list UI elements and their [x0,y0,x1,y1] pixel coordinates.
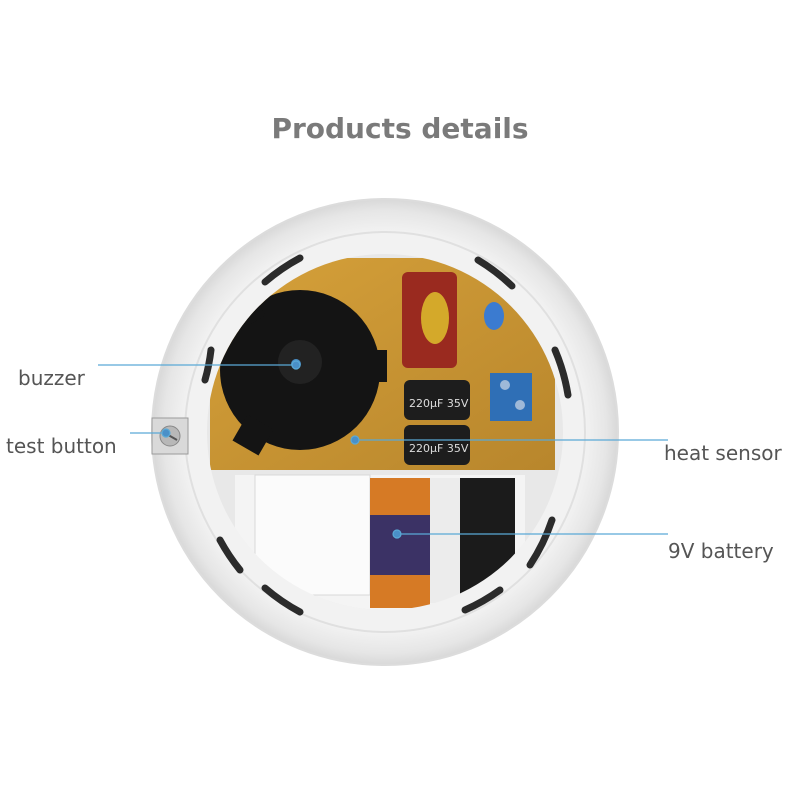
test-button-callout-dot [161,428,171,438]
battery-label: 9V battery [668,539,774,563]
test-button-label: test button [6,434,117,458]
buzzer-callout-dot [291,360,301,370]
heat-sensor-callout-dot [350,435,360,445]
buzzer-label: buzzer [18,366,85,390]
capacitor-label: 220μF 35V [409,442,469,455]
capacitor-label: 220μF 35V [409,397,469,410]
test-button-screw [151,417,189,455]
battery-callout-dot [392,529,402,539]
buzzer [220,289,387,456]
page-title: Products details [271,112,529,145]
heat-sensor-label: heat sensor [664,441,782,465]
